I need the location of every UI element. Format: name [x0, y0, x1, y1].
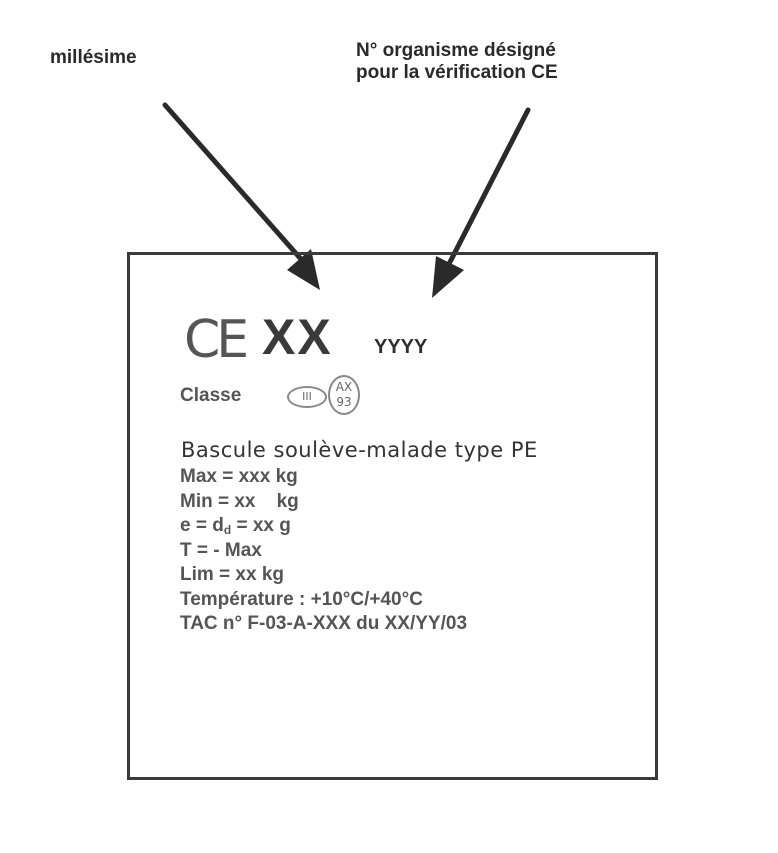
accuracy-class-oval-icon: III: [287, 386, 327, 408]
millesime-label: millésime: [50, 47, 137, 68]
ce-mark-icon: CE: [184, 310, 249, 370]
notified-body-number: YYYY: [374, 336, 428, 358]
designated-body-line-2: pour la vérification CE: [356, 62, 558, 83]
spec-tare: T = - Max: [180, 539, 262, 561]
spec-e-subscript: d: [223, 523, 232, 537]
spec-max: Max = xxx kg: [180, 466, 298, 487]
ax-badge-line-1: AX: [335, 380, 353, 394]
spec-e-prefix: e = d: [180, 515, 224, 536]
spec-e-suffix: = xx g: [231, 515, 291, 536]
millesime-arrow: [162, 102, 320, 290]
classe-label: Classe: [180, 385, 242, 406]
specifications-list: Max = xxx kg Min = xx kg e = dd = xx g T…: [180, 465, 467, 637]
instrument-type: Bascule soulève-malade type PE: [167, 432, 626, 468]
marking-plate: [127, 252, 658, 780]
designated-body-label: N° organisme désigné pour la vérificatio…: [356, 40, 716, 84]
designated-body-arrow: [432, 107, 531, 298]
spec-min: Min = xx kg: [180, 490, 299, 512]
spec-tac: TAC n° F-03-A-XXX du XX/YY/03: [180, 613, 468, 634]
year-marking: XX: [262, 309, 333, 365]
spec-e: e = dd = xx g: [180, 514, 467, 539]
spec-lim: Lim = xx kg: [180, 564, 285, 585]
ax-badge-icon: AX 93: [328, 375, 360, 415]
designated-body-line-1: N° organisme désigné: [356, 40, 556, 61]
spec-temperature: Température : +10°C/+40°C: [180, 588, 423, 610]
ax-badge-line-2: 93: [336, 395, 352, 409]
